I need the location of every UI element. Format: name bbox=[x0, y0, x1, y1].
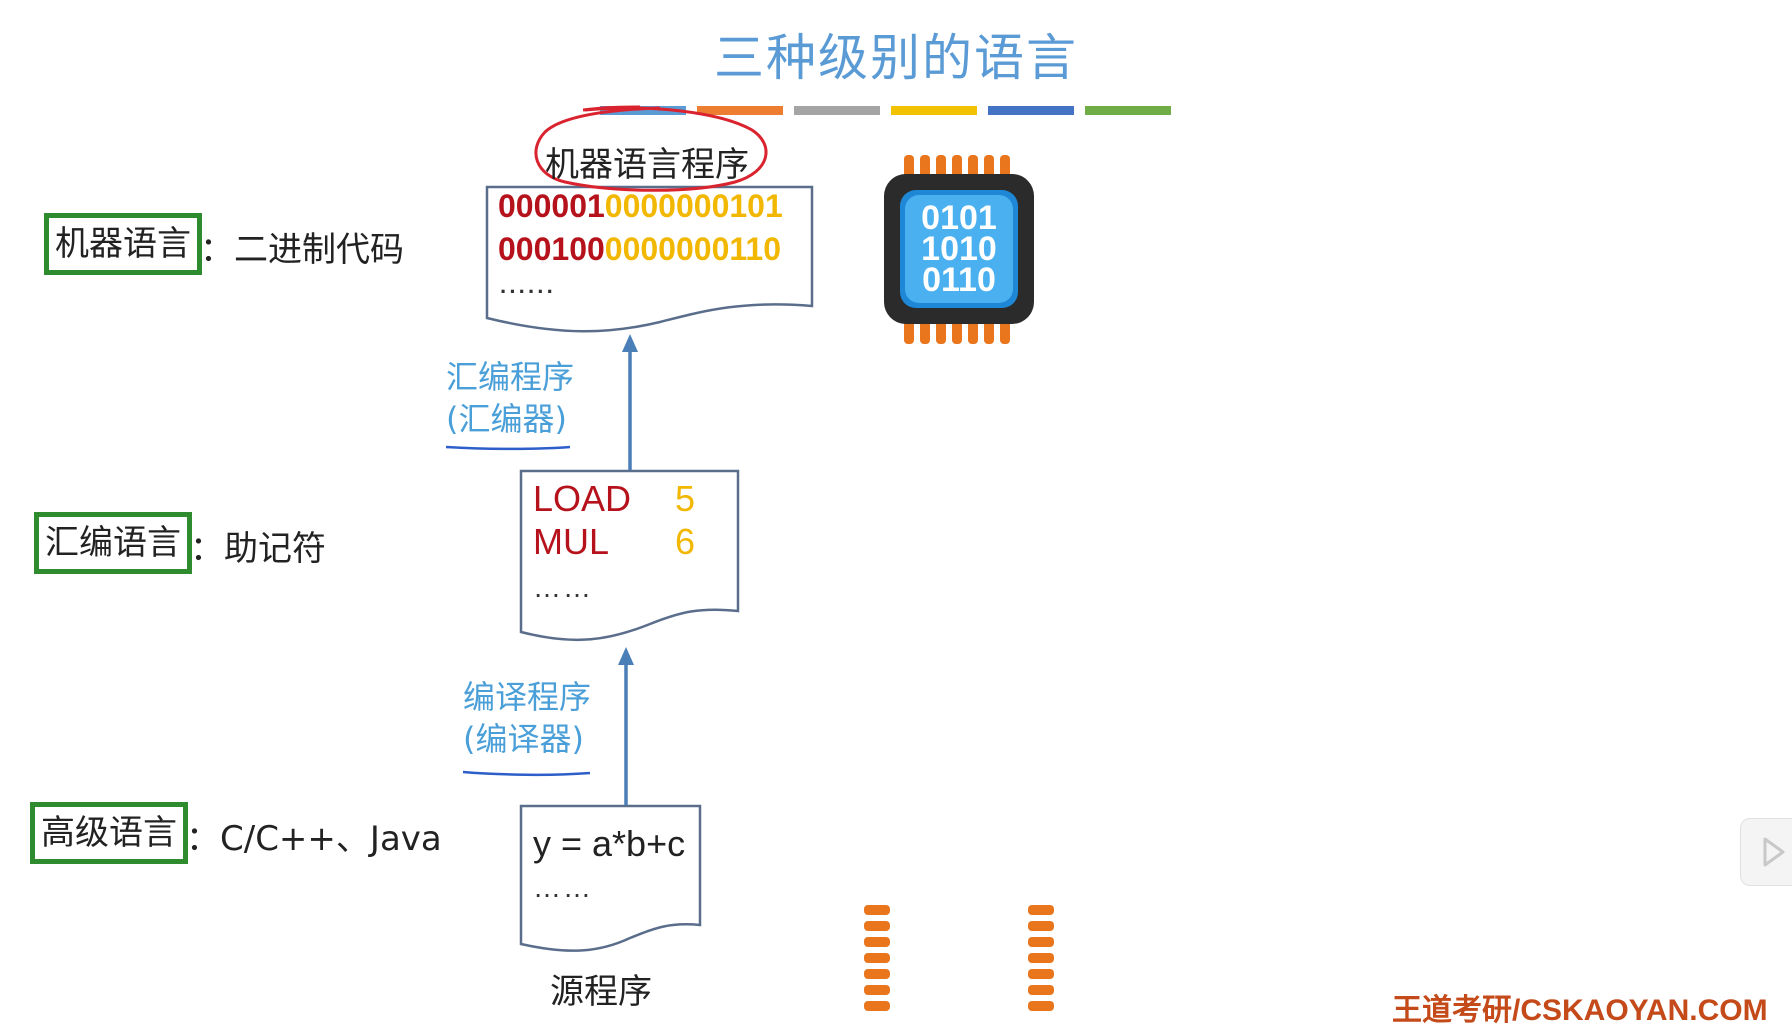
color-bar-segment bbox=[988, 106, 1074, 115]
asm-op-1: LOAD bbox=[533, 478, 632, 519]
high-level-language-desc: ：C/C++、Java bbox=[186, 819, 442, 859]
color-bar-segment bbox=[600, 106, 686, 115]
machine-code-ellipsis: ······ bbox=[500, 279, 556, 304]
compiler-label-line-1: 编译程序 bbox=[463, 678, 592, 716]
assembly-line-1: LOAD bbox=[533, 478, 631, 520]
color-bar-segment bbox=[891, 106, 977, 115]
color-bar-segment bbox=[697, 106, 783, 115]
machine-code-line-2: 0001000000000110 bbox=[498, 231, 781, 268]
red-circle-annotation bbox=[534, 106, 768, 192]
assembler-arrow-head bbox=[622, 334, 638, 352]
assembly-language-label: 汇编语言 bbox=[34, 512, 192, 574]
asm-val-1: 5 bbox=[675, 478, 696, 519]
chip-binary-text: 0101 1010 0110 bbox=[905, 199, 1013, 299]
compiler-label: 编译程序 (编译器) bbox=[463, 676, 591, 760]
chip-pin bbox=[1028, 905, 1054, 915]
assembly-document bbox=[519, 469, 740, 642]
side-play-button[interactable] bbox=[1740, 818, 1792, 886]
machine-code-document bbox=[485, 185, 814, 333]
chip-pin bbox=[1028, 937, 1054, 947]
chip-pin bbox=[864, 937, 890, 947]
source-document bbox=[519, 804, 702, 952]
chip-pin bbox=[968, 318, 978, 344]
chip-pin bbox=[936, 318, 946, 344]
chip-pin bbox=[864, 953, 890, 963]
chip-pin bbox=[1028, 953, 1054, 963]
compiler-arrow-head bbox=[618, 647, 634, 665]
assembly-language-desc: ：助记符 bbox=[190, 529, 326, 569]
asm-op-2: MUL bbox=[533, 521, 610, 562]
chip-pin bbox=[864, 921, 890, 931]
chip-line-2: 1010 bbox=[921, 230, 997, 268]
high-level-language-label: 高级语言 bbox=[30, 802, 188, 864]
source-program-caption: 源程序 bbox=[550, 972, 652, 1012]
chip-pin bbox=[864, 985, 890, 995]
assembler-label-line-2: (汇编器) bbox=[446, 400, 567, 438]
operand-1: 0000000101 bbox=[604, 188, 783, 224]
chip-pin bbox=[952, 318, 962, 344]
color-bar-segment bbox=[1085, 106, 1171, 115]
chip-line-3: 0110 bbox=[922, 261, 996, 299]
chip-pin bbox=[984, 318, 994, 344]
assembly-line-2: MUL bbox=[533, 521, 609, 563]
assembler-label-line-1: 汇编程序 bbox=[446, 358, 575, 396]
machine-code-line-1: 0000010000000101 bbox=[498, 188, 783, 225]
red-stroke-annotation bbox=[582, 105, 641, 112]
chip-pin bbox=[904, 318, 914, 344]
machine-language-desc: ：二进制代码 bbox=[200, 230, 404, 270]
source-ellipsis: …… bbox=[533, 872, 593, 903]
compiler-underline bbox=[462, 770, 591, 777]
play-icon bbox=[1763, 837, 1785, 867]
assembly-ellipsis: …… bbox=[533, 572, 593, 603]
chip-pin bbox=[864, 905, 890, 915]
cpu-chip-icon bbox=[864, 155, 1054, 1011]
machine-program-heading: 机器语言程序 bbox=[545, 145, 749, 185]
color-bar-segment bbox=[794, 106, 880, 115]
machine-language-label: 机器语言 bbox=[44, 213, 202, 275]
chip-pin bbox=[864, 969, 890, 979]
asm-val-2: 6 bbox=[675, 521, 696, 562]
chip-line-1: 0101 bbox=[921, 199, 997, 237]
chip-pin bbox=[920, 318, 930, 344]
assembly-language-desc-text: 助记符 bbox=[224, 529, 326, 569]
assembler-underline bbox=[445, 445, 571, 451]
slide-title: 三种级别的语言 bbox=[714, 29, 1078, 87]
assembler-label: 汇编程序 (汇编器) bbox=[446, 356, 574, 440]
chip-pin bbox=[1028, 969, 1054, 979]
compiler-label-line-2: (编译器) bbox=[463, 720, 584, 758]
machine-language-desc-text: 二进制代码 bbox=[234, 230, 404, 270]
opcode-2: 000100 bbox=[498, 231, 605, 267]
color-bar bbox=[600, 106, 1171, 115]
chip-pin bbox=[864, 1001, 890, 1011]
operand-2: 0000000110 bbox=[604, 231, 781, 267]
chip-pin bbox=[1000, 318, 1010, 344]
opcode-1: 000001 bbox=[498, 188, 605, 224]
high-level-language-desc-text: C/C++、Java bbox=[220, 819, 442, 859]
brand-watermark: 王道考研/CSKAOYAN.COM bbox=[1392, 994, 1768, 1027]
source-code-line: y = a*b+c bbox=[533, 823, 686, 864]
chip-pin bbox=[1028, 1001, 1054, 1011]
chip-pin bbox=[1028, 985, 1054, 995]
chip-pin bbox=[1028, 921, 1054, 931]
